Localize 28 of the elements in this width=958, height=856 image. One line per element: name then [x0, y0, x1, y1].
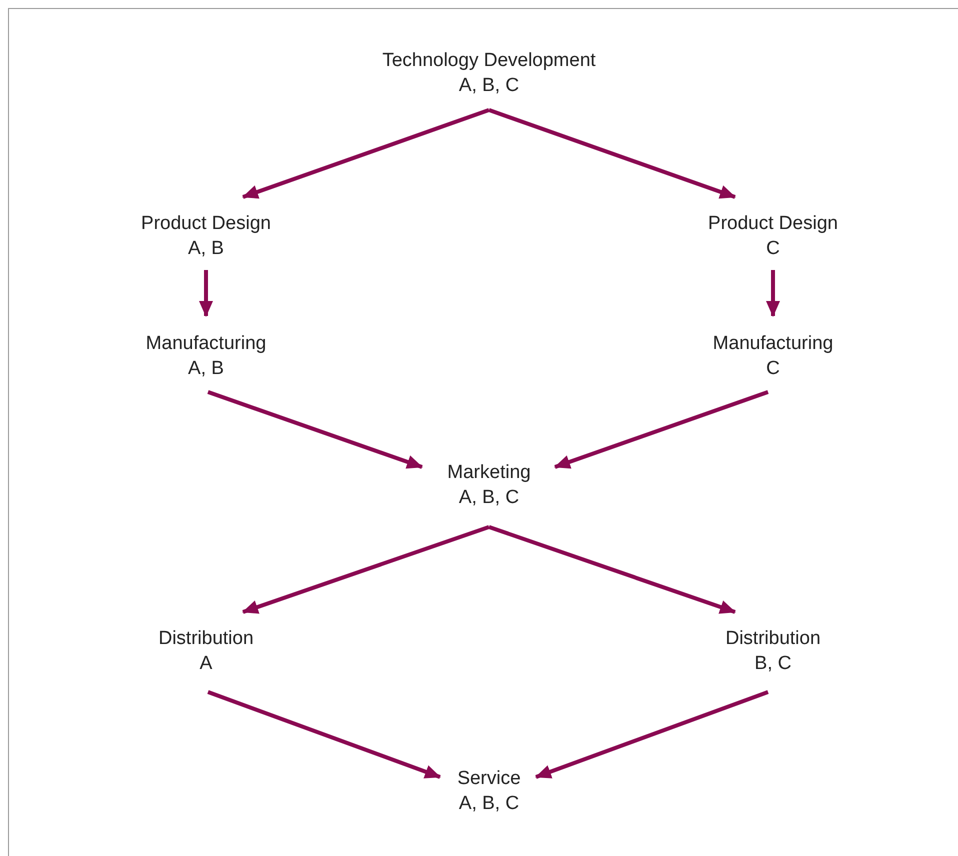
product-letters: C	[766, 237, 780, 261]
product-letters: A, B	[188, 237, 224, 261]
stage-name: Product Design	[141, 212, 271, 236]
product-letters: C	[766, 357, 780, 381]
stage-name: Marketing	[447, 461, 531, 485]
product-letters: A, B, C	[458, 74, 520, 98]
product-letters: A	[200, 652, 212, 676]
arrow	[535, 690, 769, 779]
arrow	[488, 525, 736, 614]
stage-name: Distribution	[158, 627, 254, 651]
arrow	[554, 390, 769, 469]
arrow	[242, 525, 490, 614]
stage-name: Technology Development	[382, 49, 596, 73]
stage-name: Manufacturing	[712, 332, 834, 356]
product-letters: A, B	[188, 357, 224, 381]
stage-name: Product Design	[708, 212, 838, 236]
arrow	[199, 270, 213, 317]
product-letters: A, B, C	[458, 792, 520, 816]
stage-name: Manufacturing	[146, 332, 266, 356]
arrow	[488, 108, 736, 199]
arrow	[766, 270, 780, 317]
stage-name: Distribution	[725, 627, 821, 651]
product-letters: B, C	[754, 652, 792, 676]
arrow	[207, 690, 441, 779]
product-letters: A, B, C	[458, 486, 520, 510]
arrow	[207, 390, 423, 469]
arrow	[242, 108, 490, 199]
stage-name: Service	[457, 767, 521, 791]
